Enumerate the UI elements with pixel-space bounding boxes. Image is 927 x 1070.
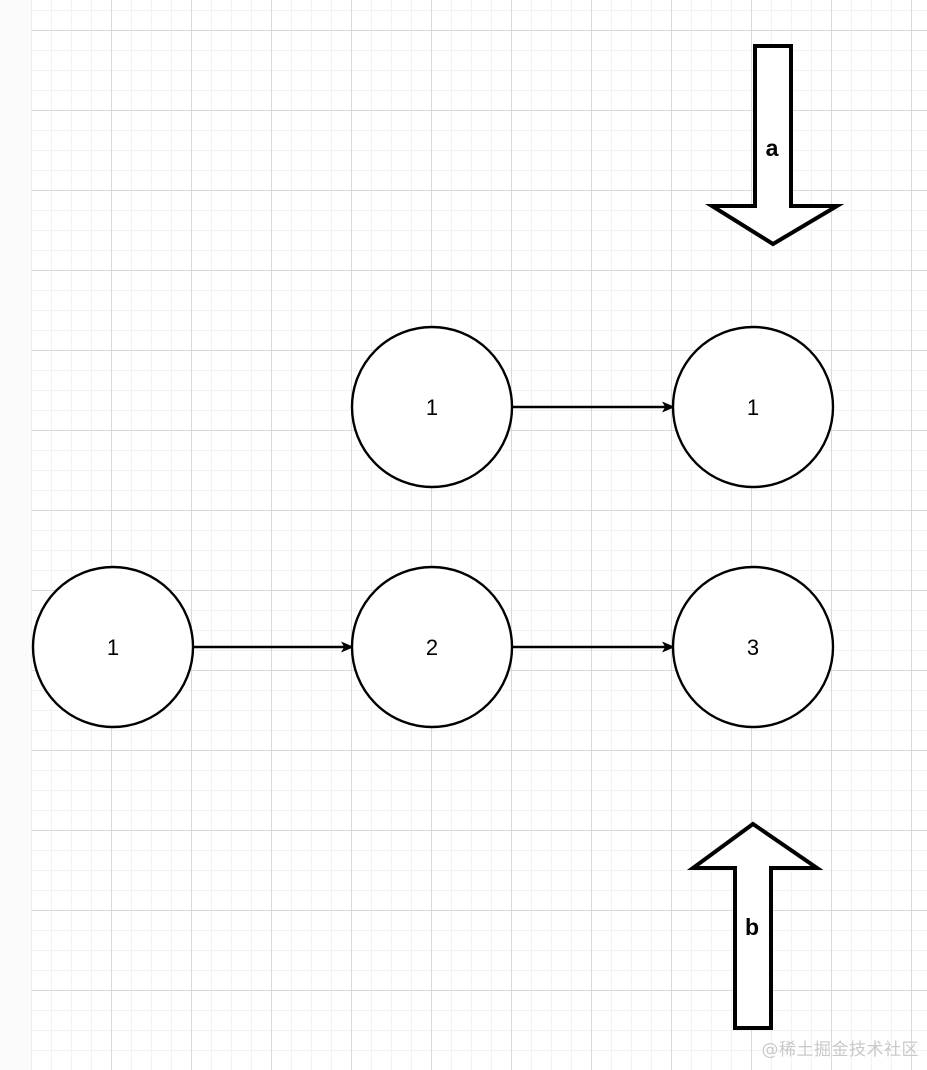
block-arrow-a-down-icon[interactable]: a: [705, 44, 845, 247]
node-top-right[interactable]: 1: [671, 325, 835, 489]
node-circle[interactable]: [671, 565, 835, 729]
node-circle[interactable]: [350, 325, 514, 489]
block-arrow-b-label: b: [745, 914, 759, 940]
node-bottom-mid[interactable]: 2: [350, 565, 514, 729]
node-label: 3: [747, 635, 759, 660]
block-arrow-a-shape[interactable]: [705, 44, 845, 247]
edge-group: [194, 401, 675, 653]
node-circle[interactable]: [31, 565, 195, 729]
node-label: 1: [107, 635, 119, 660]
block-arrow-a-label: a: [766, 135, 779, 161]
left-margin-strip: [0, 0, 32, 1070]
node-label: 1: [426, 395, 438, 420]
block-arrow-b-shape[interactable]: [686, 821, 824, 1030]
node-top-left[interactable]: 1: [350, 325, 514, 489]
node-label: 1: [747, 395, 759, 420]
watermark-text: @稀土掘金技术社区: [761, 1040, 919, 1060]
node-circle[interactable]: [671, 325, 835, 489]
block-arrow-b-up-icon[interactable]: b: [686, 821, 824, 1030]
node-bottom-right[interactable]: 3: [671, 565, 835, 729]
node-label: 2: [426, 635, 438, 660]
node-group: 1 1 1 2 3: [31, 325, 835, 729]
node-circle[interactable]: [350, 565, 514, 729]
node-bottom-left[interactable]: 1: [31, 565, 195, 729]
